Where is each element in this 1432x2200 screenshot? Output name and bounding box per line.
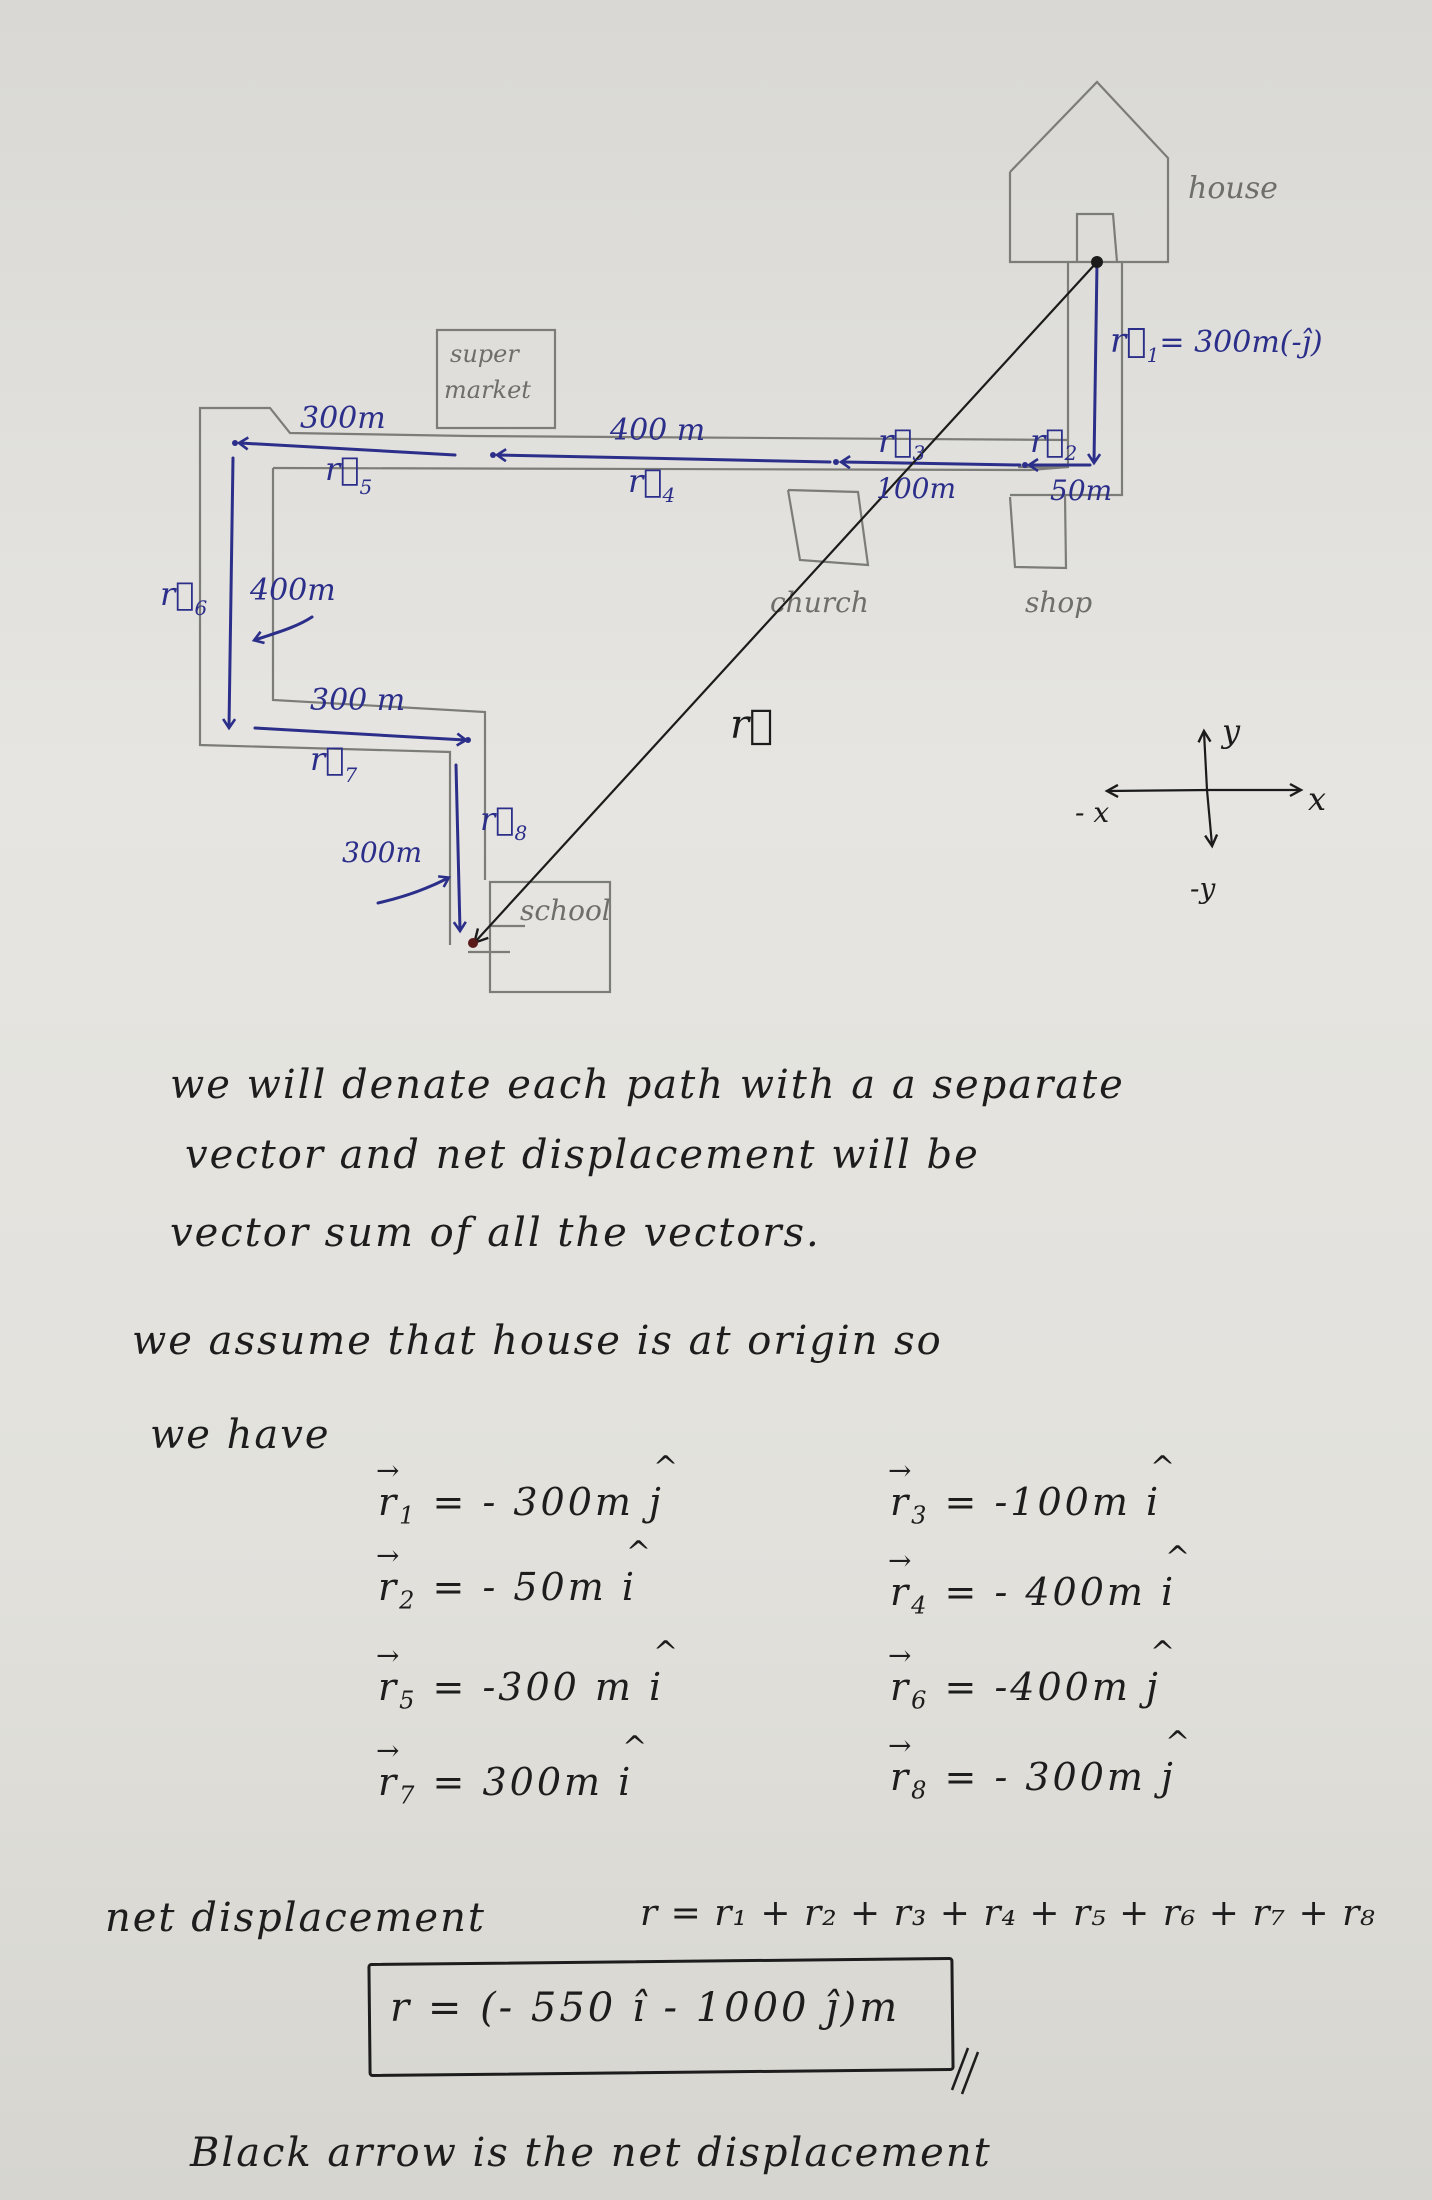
school-label: school [520, 894, 611, 927]
r5-arrow [240, 443, 457, 457]
r7-arrow [253, 726, 465, 740]
equation-r7: r7 = 300m i [376, 1730, 651, 1810]
equation-r5: r5 = -300 m i [376, 1635, 682, 1715]
axis-x-label: x [1308, 780, 1326, 818]
supermarket-drawing: super market [435, 328, 557, 430]
net-displacement-arrow [472, 261, 1098, 945]
axis-y-label: y [1220, 712, 1241, 750]
explanation-line-3: vector sum of all the vectors. [170, 1210, 821, 1256]
r3-label: r⃗3 [878, 422, 925, 465]
axis-neg-y-label: -y [1190, 872, 1216, 905]
shop-label: shop [1025, 586, 1092, 619]
supermarket-label-1: super [450, 340, 520, 368]
double-slash-mark [950, 2047, 980, 2095]
explanation-line-1: we will denate each path with a a separa… [170, 1062, 1125, 1108]
r6-arrow [229, 456, 233, 727]
r3-distance: 100m [876, 472, 956, 505]
explanation-line-2: vector and net displacement will be [185, 1132, 980, 1178]
r8-distance: 300m [342, 836, 422, 869]
map-diagram: house super market church shop school [160, 80, 1326, 994]
r7-label: r⃗7 [310, 740, 358, 787]
explanation-line-4: we assume that house is at origin so [132, 1318, 943, 1364]
axes-legend: y x - x -y [1075, 712, 1326, 905]
explanation-line-5: we have [150, 1412, 331, 1458]
equation-r2: r2 = - 50m i [376, 1535, 654, 1615]
equation-r1: r1 = - 300m j [376, 1450, 681, 1530]
supermarket-label-2: market [444, 376, 531, 404]
equation-r3: r3 = -100m i [888, 1450, 1178, 1530]
r3-arrow [842, 462, 1022, 465]
vector-path [229, 261, 1097, 930]
house-drawing: house [1008, 80, 1278, 264]
r2-distance: 50m [1050, 474, 1112, 507]
net-displacement-label: net displacement [105, 1895, 486, 1941]
r8-label: r⃗8 [480, 800, 527, 845]
equation-r6: r6 = -400m j [888, 1635, 1178, 1715]
axis-neg-x-label: - x [1075, 796, 1109, 829]
r5-distance: 300m [300, 401, 386, 436]
shop-drawing: shop [1008, 495, 1092, 619]
r2-label: r⃗2 [1030, 422, 1077, 465]
net-vector-label: r⃗ [730, 702, 773, 748]
net-displacement-sum: r = r₁ + r₂ + r₃ + r₄ + r₅ + r₆ + r₇ + r… [640, 1893, 1376, 1934]
vector-labels: r⃗1= 300m(-ĵ) r⃗2 50m r⃗3 100m 400 m r⃗ 4… [160, 321, 1323, 869]
school-drawing: school [488, 880, 612, 994]
r5-label: r⃗5 [325, 450, 372, 499]
footer-note: Black arrow is the net displacement [190, 2130, 992, 2176]
r7-distance: 300 m [310, 683, 405, 718]
house-label: house [1188, 171, 1278, 206]
r6-distance: 400m [249, 573, 336, 608]
net-displacement-result: r = (- 550 î - 1000 ĵ)m [390, 1985, 901, 2031]
r4-arrow [498, 455, 832, 464]
r1-arrow [1094, 261, 1097, 462]
road-outline [198, 262, 1124, 954]
r8-arrow [456, 763, 460, 930]
r6-label: r⃗6 [160, 575, 208, 620]
r1-label: r⃗1= 300m(-ĵ) [1110, 321, 1323, 367]
r4-distance: 400 m [609, 413, 705, 448]
church-drawing: church [770, 488, 870, 619]
equation-r4: r4 = - 400m i [888, 1540, 1194, 1620]
equation-r8: r8 = - 300m j [888, 1725, 1193, 1805]
